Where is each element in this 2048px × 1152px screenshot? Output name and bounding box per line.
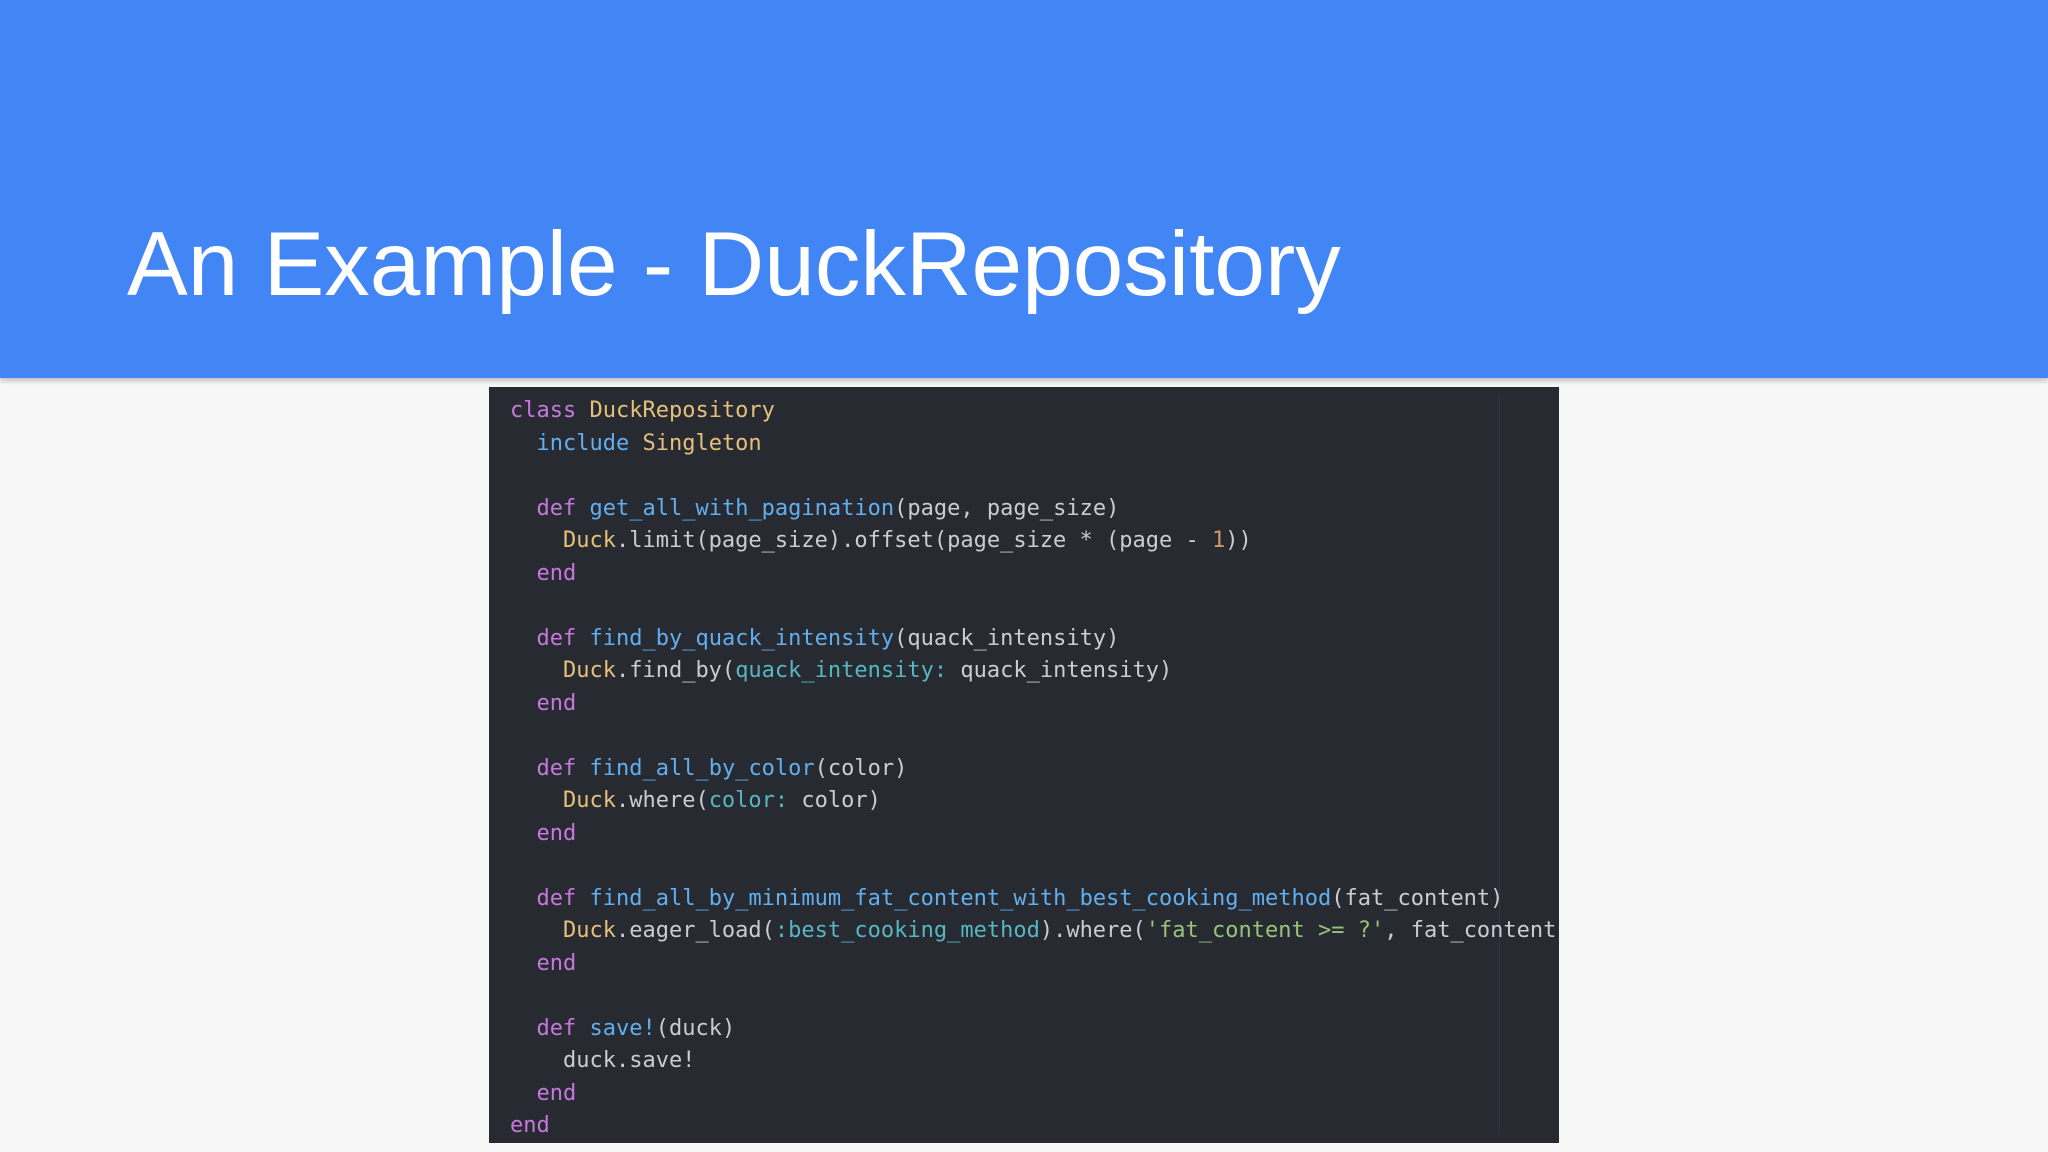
code-token: (fat_content)	[1331, 885, 1504, 911]
slide-title: An Example - DuckRepository	[127, 214, 1341, 315]
code-token: 1	[1212, 528, 1226, 553]
code-token	[510, 561, 537, 586]
code-token	[510, 691, 537, 716]
code-token: find_by_quack_intensity	[589, 625, 895, 651]
code-token: end	[536, 950, 577, 976]
code-token	[576, 756, 589, 781]
code-line: end	[510, 948, 1559, 981]
code-line: end	[510, 1078, 1559, 1111]
code-screenshot: class DuckRepository include Singleton d…	[489, 387, 1559, 1143]
code-token: get_all_with_pagination	[589, 495, 895, 521]
code-token	[576, 398, 589, 423]
code-token: end	[536, 1080, 577, 1106]
code-token: find_all_by_minimum_fat_content_with_bes…	[589, 885, 1332, 911]
code-token: .where(	[615, 788, 709, 813]
code-token: find_all_by_color	[589, 755, 815, 781]
code-token: color:	[708, 788, 789, 813]
code-token	[510, 1016, 537, 1041]
code-token: ))	[1225, 528, 1252, 553]
code-line	[510, 720, 1559, 753]
code-token	[510, 496, 537, 521]
code-line: end	[510, 818, 1559, 851]
code-token	[510, 886, 537, 911]
code-line: Duck.limit(page_size).offset(page_size *…	[510, 525, 1559, 558]
code-token: Singleton	[642, 430, 762, 456]
code-token: end	[536, 690, 577, 716]
code-line: Duck.eager_load(:best_cooking_method).wh…	[510, 915, 1559, 948]
code-line	[510, 850, 1559, 883]
code-token: Duck	[562, 788, 616, 813]
code-token: :best_cooking_method	[774, 918, 1040, 943]
code-line	[510, 980, 1559, 1013]
editor-ruler	[1499, 395, 1500, 1135]
code-token	[510, 431, 537, 456]
code-token: color)	[788, 788, 881, 813]
code-token: 'fat_content >= ?'	[1145, 918, 1385, 943]
code-token: Duck	[562, 918, 616, 943]
code-token	[510, 788, 563, 813]
code-token: end	[536, 820, 577, 846]
code-token	[510, 756, 537, 781]
slide-header: An Example - DuckRepository	[0, 0, 2048, 378]
code-token: def	[536, 755, 577, 781]
code-line: end	[510, 1110, 1559, 1143]
code-token: save!	[589, 1015, 656, 1041]
code-line: Duck.find_by(quack_intensity: quack_inte…	[510, 655, 1559, 688]
code-token: (page, page_size)	[894, 495, 1120, 521]
code-token: class	[510, 398, 577, 423]
code-token	[510, 821, 537, 846]
code-token: Duck	[562, 658, 616, 683]
code-token: .find_by(	[615, 658, 736, 683]
code-token	[510, 658, 563, 683]
code-line	[510, 590, 1559, 623]
code-token	[576, 626, 589, 651]
code-token: DuckRepository	[589, 398, 775, 423]
code-line: def find_by_quack_intensity(quack_intens…	[510, 623, 1559, 656]
code-token: def	[536, 625, 577, 651]
code-line: def save!(duck)	[510, 1013, 1559, 1046]
code-token: duck.save!	[510, 1048, 696, 1073]
ruby-code-block: class DuckRepository include Singleton d…	[510, 395, 1559, 1143]
code-token	[576, 1016, 589, 1041]
code-token: Duck	[562, 528, 616, 553]
code-token	[510, 951, 537, 976]
code-token: .limit(page_size).offset(page_size * (pa…	[615, 528, 1212, 553]
code-token: end	[536, 560, 577, 586]
code-line: duck.save!	[510, 1045, 1559, 1078]
code-token: include	[536, 430, 630, 456]
code-line: def find_all_by_color(color)	[510, 753, 1559, 786]
code-line: Duck.where(color: color)	[510, 785, 1559, 818]
code-token: (color)	[814, 755, 908, 781]
code-token	[576, 496, 589, 521]
code-token	[510, 918, 563, 943]
code-token: def	[536, 885, 577, 911]
code-token	[576, 886, 589, 911]
code-token: (duck)	[655, 1015, 736, 1041]
code-token: (quack_intensity)	[894, 625, 1120, 651]
code-token: quack_intensity)	[947, 658, 1173, 683]
code-token: end	[510, 1113, 550, 1138]
code-token	[510, 626, 537, 651]
code-line: def get_all_with_pagination(page, page_s…	[510, 493, 1559, 526]
code-line: end	[510, 688, 1559, 721]
code-token	[510, 528, 563, 553]
code-line: class DuckRepository	[510, 395, 1559, 428]
code-token: , fat_content)	[1384, 918, 1559, 943]
code-token: .eager_load(	[615, 918, 775, 943]
code-token: def	[536, 1015, 577, 1041]
code-line: end	[510, 558, 1559, 591]
code-token: def	[536, 495, 577, 521]
code-token: quack_intensity:	[735, 658, 948, 683]
code-token: ).where(	[1039, 918, 1146, 943]
code-line: include Singleton	[510, 428, 1559, 461]
code-line	[510, 460, 1559, 493]
code-token	[629, 431, 642, 456]
code-token	[510, 1081, 537, 1106]
code-line: def find_all_by_minimum_fat_content_with…	[510, 883, 1559, 916]
